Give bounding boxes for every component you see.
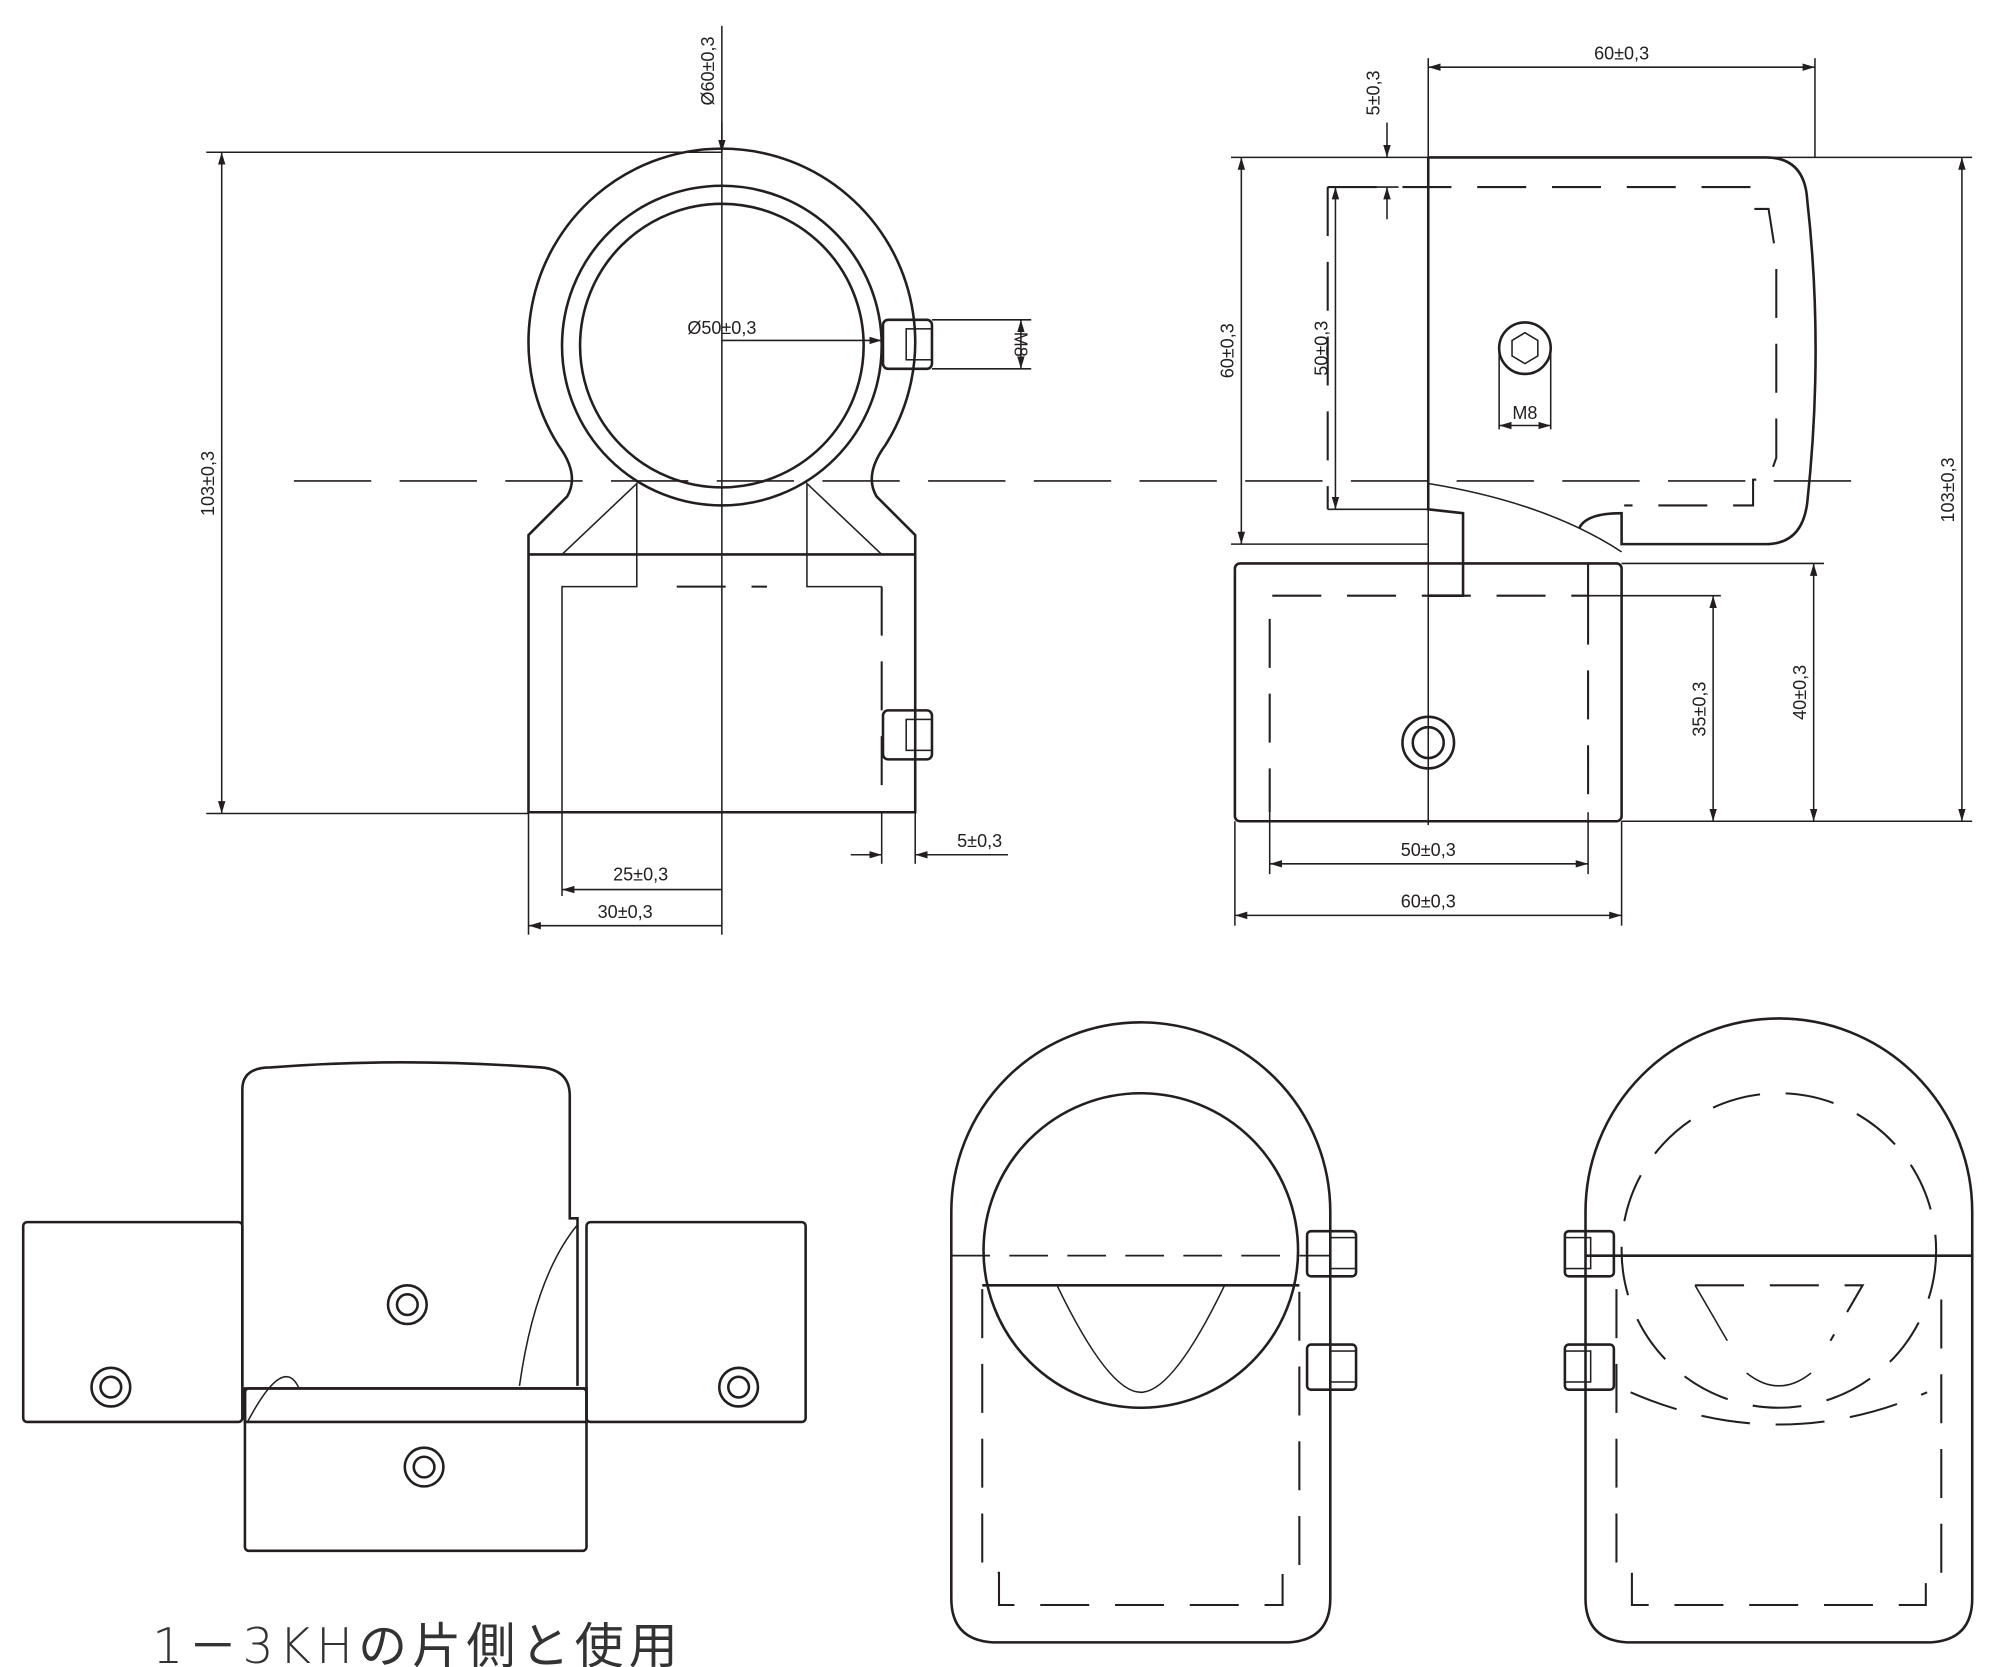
dim-lower-height: 40±0,3	[1790, 665, 1810, 720]
dim-bolt-side: M8	[1512, 403, 1537, 423]
dim-wall-front: 5±0,3	[957, 831, 1002, 851]
dim-inner-diameter: Ø50±0,3	[687, 318, 756, 338]
end-view-right	[1563, 1017, 1974, 1644]
dim-top-width: 60±0,3	[1594, 43, 1649, 63]
dim-lower-inner: 35±0,3	[1689, 682, 1709, 737]
dim-half-width: 30±0,3	[598, 902, 653, 922]
caption: 1－3KHの片側と使用	[152, 1618, 683, 1667]
dim-height: 103±0,3	[198, 451, 218, 516]
dim-upper-inner: 50±0,3	[1312, 321, 1332, 376]
dim-lower-width: 60±0,3	[1401, 892, 1456, 912]
dim-bolt-front: M8	[1010, 332, 1030, 357]
dim-wall-side: 5±0,3	[1363, 70, 1383, 115]
dim-half-inner-width: 25±0,3	[613, 865, 668, 885]
assembly-view: 1－3KHの片側と使用	[21, 1061, 807, 1667]
side-view: M8 60±0,3 5±0,3 60±0,3 50±0,3 103±0,3 40…	[1218, 43, 1973, 926]
end-view-left	[950, 1021, 1358, 1644]
dim-upper-outer: 60±0,3	[1218, 323, 1238, 378]
dim-lower-inner-width: 50±0,3	[1401, 840, 1456, 860]
dim-height-side: 103±0,3	[1938, 457, 1958, 522]
front-view: 103±0,3 Ø60±0,3 Ø50±0,3 M8 25±0,3 30±0,3…	[198, 25, 1032, 935]
dim-outer-diameter: Ø60±0,3	[698, 37, 718, 106]
